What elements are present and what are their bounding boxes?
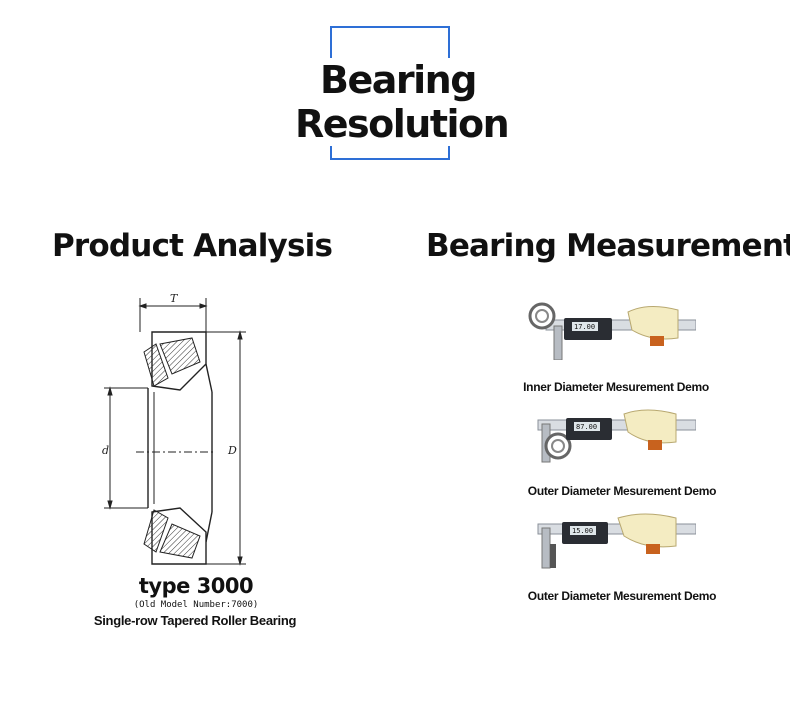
bearing-description: Single-row Tapered Roller Bearing [93,613,297,628]
old-model-number: (Old Model Number:7000) [133,600,259,610]
caliper-display: 87.00 [576,423,597,431]
label-d: d [102,444,109,457]
type-label: type 3000 [138,574,254,598]
title-line-2: Resolution [295,102,510,146]
caliper-demo-image: 17.00 [528,302,696,360]
page-title: Bearing Resolution [290,58,510,146]
demo-caption: Outer Diameter Mesurement Demo [527,484,717,498]
caliper-display: 17.00 [574,323,595,331]
bearing-cross-section-drawing: T d D [102,292,246,566]
product-analysis-heading: Product Analysis [52,228,333,264]
caliper-display: 15.00 [572,527,593,535]
demo-caption: Inner Diameter Mesurement Demo [523,380,709,394]
label-D: D [227,444,237,457]
label-T: T [170,292,179,305]
caliper-demo-image: 87.00 [537,409,696,463]
caliper-demo-image: 15.00 [537,513,696,569]
demo-caption: Outer Diameter Mesurement Demo [527,589,717,603]
title-line-1: Bearing [320,58,477,102]
bearing-measurement-heading: Bearing Measurement [426,228,790,264]
